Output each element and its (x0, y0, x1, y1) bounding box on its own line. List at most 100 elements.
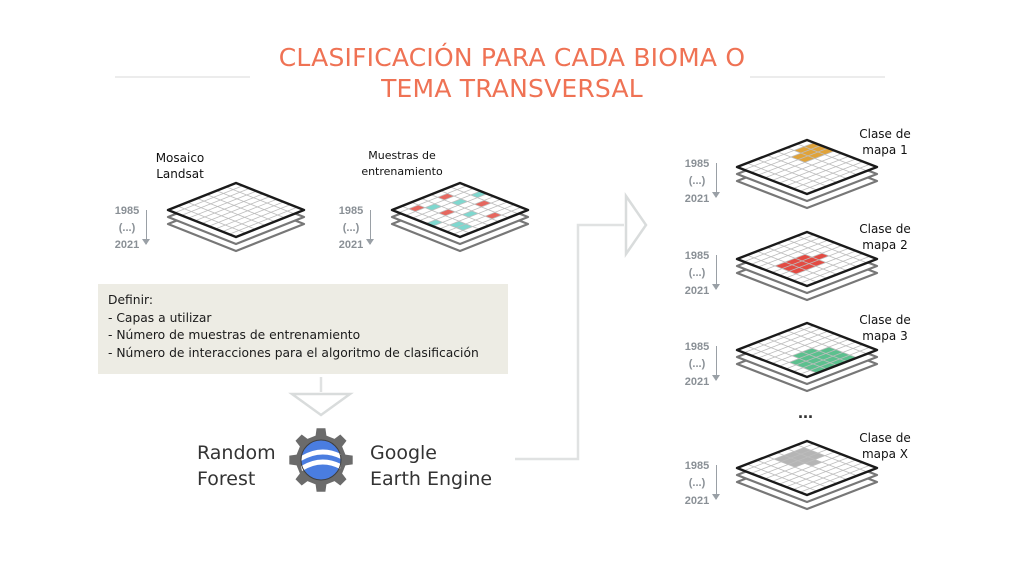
highlighted-cell (784, 451, 801, 458)
grid-outline (390, 181, 530, 239)
highlighted-cell (438, 209, 456, 216)
grid-line (195, 193, 264, 222)
grid-line (181, 188, 250, 216)
grid-line (215, 201, 284, 230)
highlighted-cell (437, 193, 455, 200)
title-rule-right (750, 76, 885, 78)
highlighted-cell (810, 366, 827, 374)
highlighted-cell (830, 358, 847, 366)
grid-line (187, 201, 256, 230)
year-range-samples: 1985 (...) 2021 (334, 205, 374, 255)
grid-line (425, 196, 495, 224)
highlighted-cell (791, 153, 808, 160)
output-label-x: Clase de mapa X (859, 431, 911, 461)
grid-line (757, 330, 829, 359)
grid-line (743, 325, 815, 354)
highlighted-cell (823, 356, 840, 363)
grid-line (439, 201, 508, 230)
highlighted-cell (809, 350, 826, 358)
definition-box: Definir: - Capas a utilizar - Número de … (98, 284, 508, 374)
highlighted-cell (425, 203, 442, 211)
grid-line (792, 344, 864, 372)
grid-line (771, 454, 843, 482)
grid-line (776, 334, 848, 362)
globe-stripe (301, 449, 341, 461)
grid-line (766, 338, 838, 366)
grid-line (764, 150, 836, 179)
highlighted-cell (796, 361, 813, 368)
highlighted-cell (791, 454, 808, 461)
definition-item: - Capas a utilizar (108, 310, 212, 325)
highlighted-cell (792, 260, 809, 268)
grid-line (786, 330, 858, 359)
highlighted-cell (794, 447, 811, 455)
highlighted-cell (799, 263, 816, 271)
grid-line (792, 462, 864, 490)
training-samples-stack (390, 181, 530, 253)
grid-line (419, 193, 488, 222)
highlighted-cell (781, 457, 798, 465)
more-maps-ellipsis: ... (798, 402, 814, 422)
grid-line (799, 464, 871, 493)
google-earth-engine-gear-icon (289, 428, 353, 492)
year-range-output-x: 1985 (...) 2021 (680, 460, 720, 510)
grid-line (446, 204, 515, 232)
grid-line (222, 204, 291, 232)
grid-line (177, 205, 246, 234)
page-title: CLASIFICACIÓN PARA CADA BIOMA O TEMA TRA… (0, 42, 1024, 104)
grid-line (756, 250, 828, 279)
grid-outline (166, 181, 306, 239)
grid-line (771, 245, 843, 273)
highlighted-cell (449, 221, 466, 228)
globe-outline (300, 439, 342, 481)
grid-line (750, 237, 822, 265)
grid-line (786, 448, 858, 477)
globe-stripe (301, 459, 341, 471)
grid-line (411, 201, 480, 230)
grid-line (432, 198, 501, 227)
grid-line (766, 155, 838, 183)
down-arrow-icon (712, 163, 720, 198)
grid-line (750, 328, 822, 356)
grid-line (786, 239, 858, 268)
grid-line (756, 158, 828, 187)
grid-line (174, 185, 243, 214)
highlighted-cell (813, 360, 830, 367)
highlighted-cell (802, 348, 819, 355)
mosaic-landsat-stack (166, 181, 306, 253)
down-chevron-arrow-icon (288, 392, 354, 417)
highlighted-cell (799, 354, 816, 362)
grid-line (799, 255, 871, 284)
title-line-2: TEMA TRANSVERSAL (381, 74, 643, 103)
grid-line (401, 205, 470, 234)
highlighted-cell (819, 346, 836, 354)
highlighted-cell (408, 204, 426, 212)
definition-item: - Número de muestras de entrenamiento (108, 328, 361, 342)
definition-heading: Definir: (108, 293, 153, 307)
highlighted-cell (789, 267, 806, 275)
grid-line (778, 456, 850, 485)
grid-line (796, 326, 868, 355)
grid-line (799, 163, 871, 192)
grid-line (771, 153, 843, 181)
grid-line (756, 341, 828, 370)
highlighted-cell (792, 351, 809, 359)
highlighted-cell (840, 355, 857, 362)
mosaic-label: Mosaico Landsat (155, 151, 205, 181)
grid-line (746, 345, 818, 374)
down-arrow-icon (712, 346, 720, 381)
flow-arrows (288, 191, 648, 461)
highlighted-cell (474, 200, 492, 207)
highlighted-cell (785, 258, 802, 265)
year-range-output-2: 1985 (...) 2021 (680, 250, 720, 300)
grid-line (796, 444, 868, 473)
grid-line (796, 143, 868, 172)
google-earth-engine-label: Google Earth Engine (370, 442, 493, 490)
highlighted-cell (812, 253, 829, 260)
grid-line (450, 186, 519, 215)
highlighted-cell (806, 357, 823, 364)
grid-line (785, 158, 857, 187)
grid-line (746, 254, 818, 283)
grid-line (799, 346, 871, 375)
grid-outline (735, 321, 879, 379)
